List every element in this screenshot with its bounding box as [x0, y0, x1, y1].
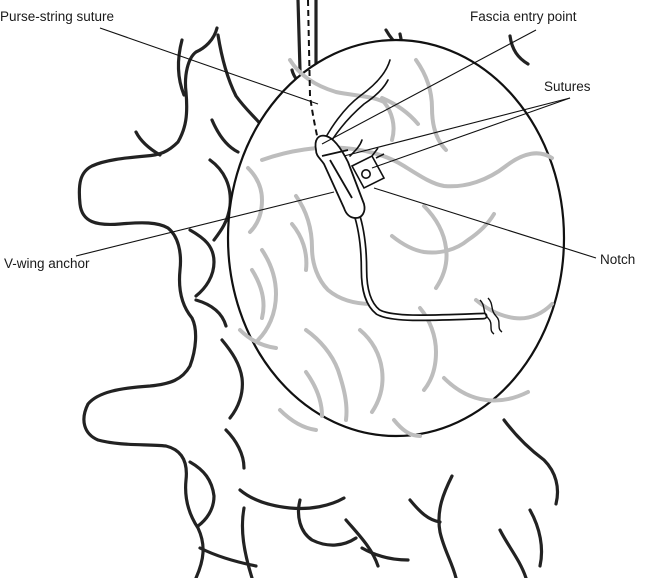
leader-purse-string [100, 28, 318, 104]
label-notch: Notch [600, 252, 635, 267]
label-fascia-entry-point: Fascia entry point [470, 9, 577, 24]
label-v-wing-anchor: V-wing anchor [4, 256, 90, 271]
spine-outline-left [79, 28, 217, 578]
label-sutures: Sutures [544, 79, 591, 94]
label-purse-string-suture: Purse-string suture [0, 9, 114, 24]
